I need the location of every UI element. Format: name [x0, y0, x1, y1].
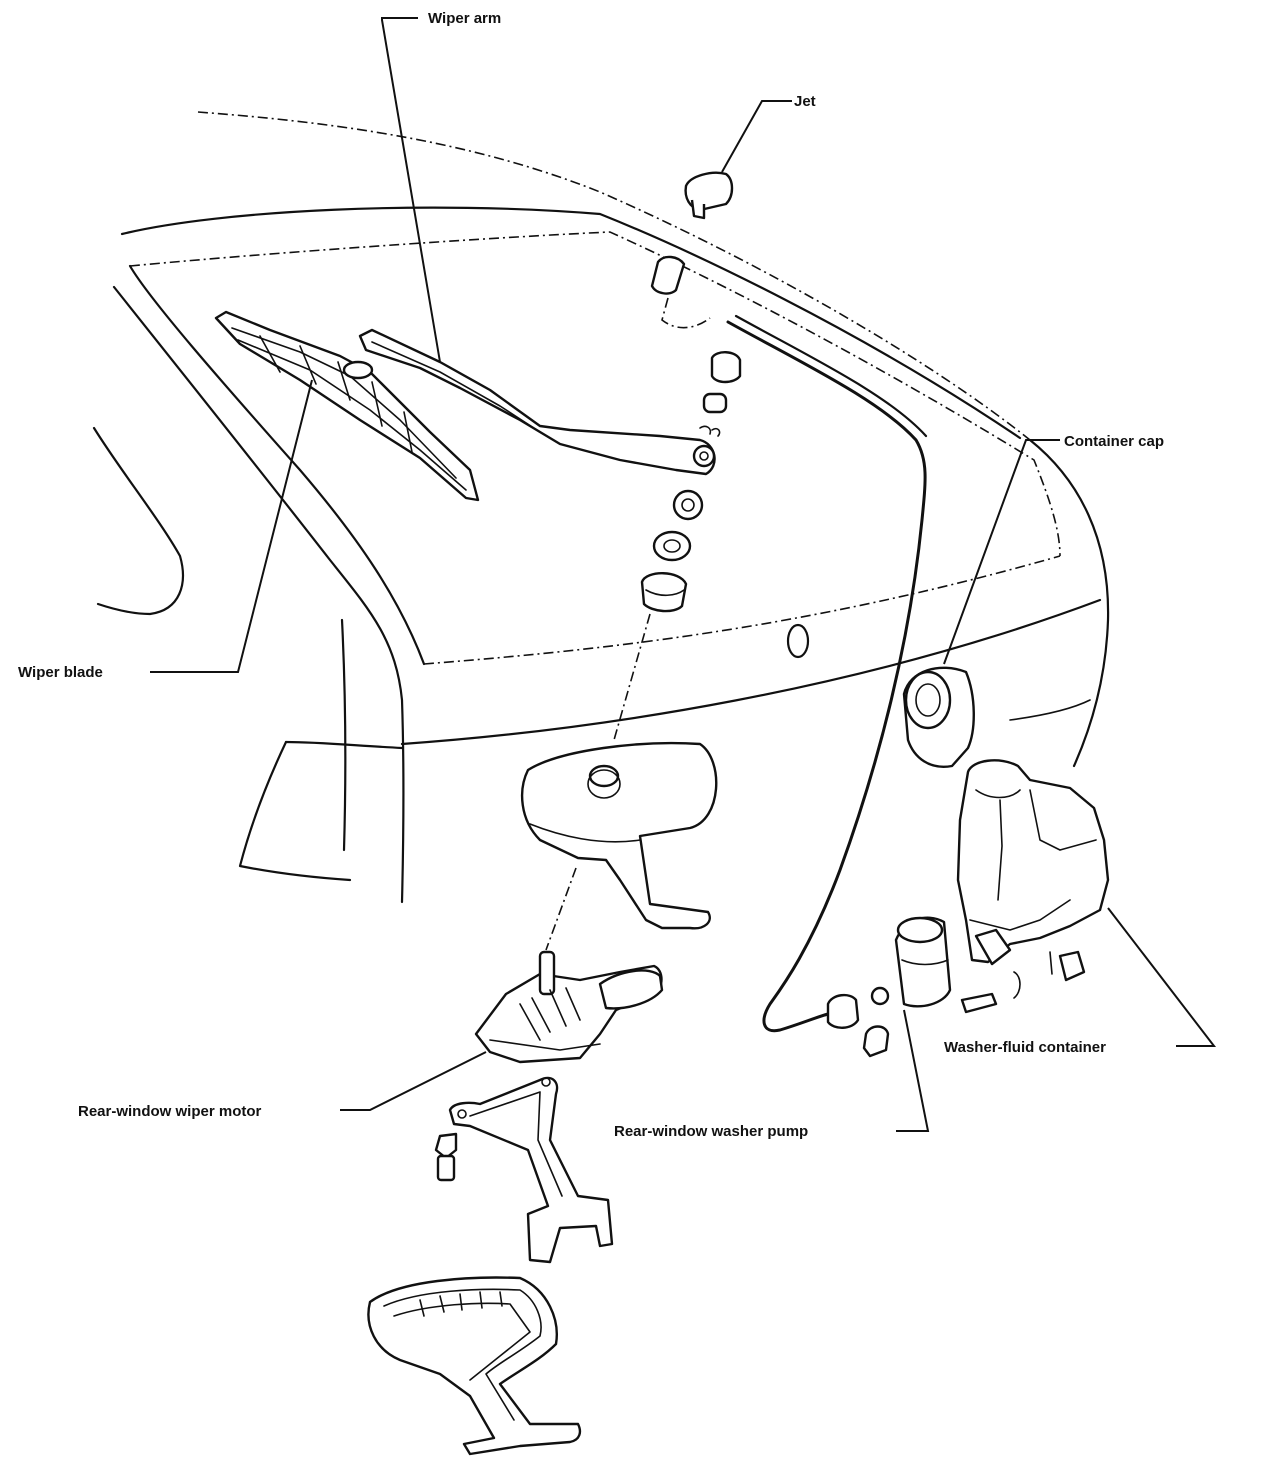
mounting-bracket — [434, 1076, 614, 1264]
label-container-cap: Container cap — [1064, 433, 1164, 450]
label-wiper-blade: Wiper blade — [18, 664, 103, 681]
trim-panel — [367, 1276, 582, 1456]
label-rear-window-wiper-motor: Rear-window wiper motor — [78, 1103, 262, 1120]
wiper-blade — [214, 310, 480, 502]
label-wiper-arm: Wiper arm — [428, 10, 501, 27]
wiper-arm — [358, 328, 716, 476]
label-washer-fluid-container: Washer-fluid container — [944, 1039, 1106, 1056]
wiper-motor — [474, 950, 664, 1064]
washer-pump — [826, 916, 952, 1058]
spindle-parts — [613, 351, 742, 741]
container-cap — [902, 666, 975, 768]
label-jet: Jet — [794, 93, 816, 110]
washer-fluid-container — [956, 759, 1110, 1014]
label-rear-window-washer-pump: Rear-window washer pump — [614, 1123, 808, 1140]
motor-cover — [521, 741, 718, 951]
jet-part — [650, 171, 734, 329]
leader-lines — [150, 17, 1217, 1132]
car-body-outline — [92, 111, 1110, 1033]
